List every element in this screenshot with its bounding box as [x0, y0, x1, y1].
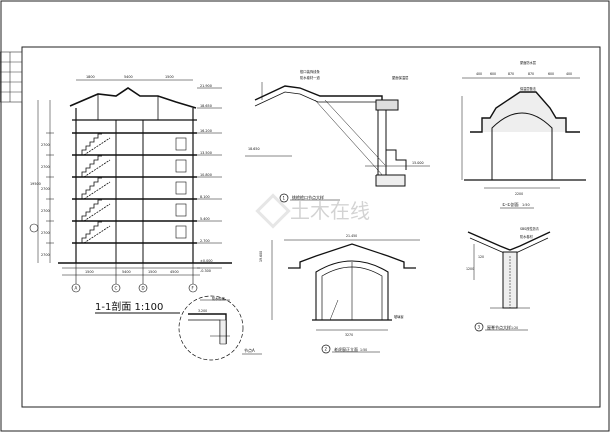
level-label: 8.100 [200, 195, 210, 199]
top-dim: 5400 [124, 75, 133, 79]
detail2-scale: 1:50 [360, 348, 367, 352]
inner-frame [21, 46, 601, 408]
section-title-group: 1-1剖面 1:100 [95, 300, 180, 314]
top-dim: 400 [566, 72, 572, 76]
width-dim: 2200 [515, 192, 523, 196]
level-label: 18.650 [200, 104, 212, 108]
detail2-dim: 21.450 [346, 234, 357, 238]
detail-section-scale: 1:50 [522, 203, 530, 207]
node-a-detail [178, 295, 244, 361]
detail-1-eave [245, 82, 430, 203]
detail-2-dormer [271, 239, 420, 354]
axis-label: A [75, 286, 78, 291]
top-dim: 400 [476, 72, 482, 76]
node-a-title: 节点A [244, 347, 255, 353]
level-label: 2.700 [200, 239, 210, 243]
left-dim: 2700 [41, 165, 50, 169]
top-dim: 1800 [86, 75, 95, 79]
top-dim: 600 [548, 72, 554, 76]
detail3-number: 3 [478, 325, 481, 330]
top-dim: 600 [490, 72, 496, 76]
detail-section-top-right [461, 77, 586, 189]
detail-3-ridge [467, 231, 551, 332]
bottom-dim: 1500 [148, 270, 157, 274]
left-dim: 2700 [41, 231, 50, 235]
detail3-dim: 1200 [466, 267, 474, 271]
bottom-dim: 4500 [170, 270, 179, 274]
detail1-note: 防水卷材一道 [300, 75, 320, 80]
detail2-dim: 19.600 [259, 251, 263, 262]
watermark-text: 土木在线 [290, 199, 370, 223]
level-label: 16.200 [200, 129, 212, 133]
left-dim: 2700 [41, 209, 50, 213]
node-a-note: 防水砂浆 [212, 296, 226, 301]
detail2-dim: 3270 [345, 333, 353, 337]
bottom-dim: 1500 [85, 270, 94, 274]
left-dim: 2700 [41, 253, 50, 257]
title-block [0, 51, 23, 103]
level-label: 5.400 [200, 217, 210, 221]
detail3-scale: 1:20 [511, 326, 518, 330]
level-label: 13.500 [200, 151, 212, 155]
total-height-dim: 19500 [30, 182, 41, 186]
detail1-dim: 15.000 [412, 161, 424, 165]
left-dim: 2700 [41, 187, 50, 191]
left-dim: 2700 [41, 143, 50, 147]
detail1-number: 1 [283, 196, 286, 201]
detail3-dim: 120 [478, 255, 484, 259]
detail3-note: SBS改性沥青 [520, 226, 539, 231]
detail3-title: 屋脊节点大样 [487, 324, 511, 330]
detail-section-note: 保温层做法 [520, 86, 536, 91]
top-dim: 870 [528, 72, 534, 76]
level-label: 10.800 [200, 173, 212, 177]
axis-label: D [142, 286, 145, 291]
axis-label: C [115, 286, 118, 291]
detail2-note: 玻璃窗 [394, 314, 404, 319]
level-label: -0.300 [200, 269, 211, 273]
detail1-title: 挑檐檐口节点大样 [292, 194, 324, 200]
top-dim: 870 [508, 72, 514, 76]
watermark-logo: 土木在线 [255, 193, 370, 229]
axis-label: F [192, 286, 195, 291]
level-label: 21.900 [200, 84, 212, 88]
detail-section-note: 屋面防水层 [520, 60, 536, 65]
top-dim: 1500 [165, 75, 174, 79]
detail3-note: 防水卷材 [520, 234, 534, 239]
section-title: 1-1剖面 1:100 [95, 300, 163, 313]
node-a-note: 3.200 [198, 309, 207, 313]
detail2-title: 老虎窗正立面 [334, 346, 358, 352]
detail2-number: 2 [325, 347, 328, 352]
detail1-note: 屋面保温层 [392, 75, 409, 80]
detail1-note: 檐口装饰线条 [300, 69, 320, 74]
detail-section-title: ①-①剖面 [502, 201, 519, 207]
section-1-1 [29, 79, 232, 293]
bottom-dim: 5400 [122, 270, 131, 274]
detail1-dim: 18.650 [248, 147, 260, 151]
level-label: ±0.000 [200, 259, 213, 263]
